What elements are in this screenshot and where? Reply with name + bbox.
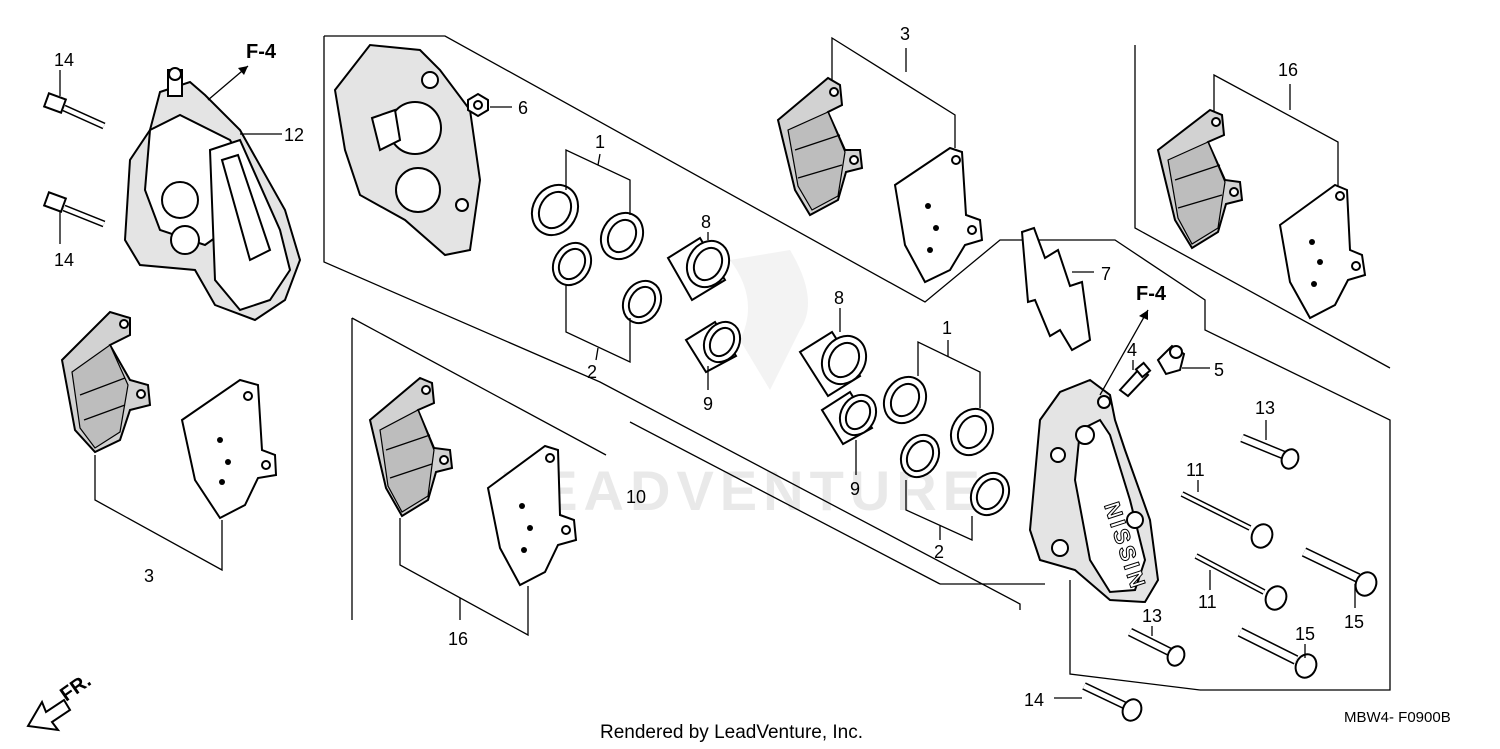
callout-15-b: 15 bbox=[1295, 624, 1315, 644]
brake-pad-16-top-right-backing bbox=[1278, 183, 1367, 320]
seal-ring-2-a bbox=[551, 241, 593, 287]
brake-pad-3-left bbox=[60, 310, 152, 454]
left-caliper-assembly bbox=[123, 65, 302, 322]
brake-pad-3-left-backing bbox=[180, 378, 278, 520]
seal-ring-1-c bbox=[882, 375, 928, 425]
group-boundary-lines bbox=[323, 35, 1391, 691]
callout-13-b: 13 bbox=[1142, 606, 1162, 626]
watermark-logo bbox=[730, 250, 808, 390]
callout-2-a: 2 bbox=[587, 362, 597, 382]
seal-ring-1-d bbox=[949, 407, 995, 457]
callout-4: 4 bbox=[1127, 340, 1137, 360]
callout-14-b: 14 bbox=[54, 250, 74, 270]
callout-16-b: 16 bbox=[448, 629, 468, 649]
callout-14-c: 14 bbox=[1024, 690, 1044, 710]
brake-pad-16-left bbox=[368, 376, 454, 518]
callout-10: 10 bbox=[626, 487, 646, 507]
bleeder-valve-4 bbox=[1118, 361, 1152, 398]
callout-11-a: 11 bbox=[1186, 460, 1205, 480]
bolt-13-upper bbox=[1240, 433, 1300, 470]
seal-ring-2-d bbox=[969, 471, 1011, 517]
bolt-15-upper bbox=[1301, 547, 1378, 597]
callout-5: 5 bbox=[1214, 360, 1224, 380]
callout-labels: 14 14 12 F-4 6 1 2 8 9 10 3 3 16 16 7 F-… bbox=[54, 24, 1364, 710]
bleeder-cap-5 bbox=[1156, 344, 1186, 376]
seal-ring-1-a bbox=[530, 183, 580, 237]
brake-pad-3-top bbox=[776, 76, 864, 217]
callout-8-b: 8 bbox=[834, 288, 844, 308]
callout-16-a: 16 bbox=[1278, 60, 1298, 80]
brake-pad-16-left-backing bbox=[486, 444, 578, 587]
callout-f4-right: F-4 bbox=[1136, 283, 1167, 305]
piston-8-a bbox=[666, 236, 731, 302]
bolt-15-lower bbox=[1237, 627, 1318, 679]
piston-9-b bbox=[820, 390, 878, 446]
seal-ring-2-b bbox=[621, 279, 663, 325]
callout-13-a: 13 bbox=[1255, 398, 1275, 418]
piston-9-a bbox=[684, 320, 742, 374]
caliper-half-10 bbox=[333, 43, 482, 257]
callout-f4-top: F-4 bbox=[246, 41, 277, 63]
bolt-14-left-lower bbox=[42, 191, 106, 228]
bolt-13-lower bbox=[1127, 627, 1186, 667]
brake-pad-16-top-right bbox=[1156, 108, 1244, 250]
bolt-14-right bbox=[1082, 682, 1143, 722]
callout-15-a: 15 bbox=[1344, 612, 1364, 632]
right-caliper-assembly: NISSIN bbox=[1028, 378, 1160, 604]
piston-8-b bbox=[798, 330, 868, 398]
watermark-text: LEADVENTURE bbox=[500, 459, 986, 522]
bolt-14-left-upper bbox=[42, 92, 106, 130]
callout-9-b: 9 bbox=[850, 479, 860, 499]
brake-pad-3-top-backing bbox=[893, 146, 984, 284]
callout-2-b: 2 bbox=[934, 542, 944, 562]
pad-spring-7 bbox=[1020, 226, 1092, 352]
diagram-code: MBW4- F0900B bbox=[1344, 709, 1451, 726]
rendered-by-text: Rendered by LeadVenture, Inc. bbox=[600, 722, 863, 743]
pin-11-lower bbox=[1194, 553, 1288, 611]
seal-ring-2-c bbox=[899, 433, 941, 479]
callout-6: 6 bbox=[518, 98, 528, 118]
callout-11-b: 11 bbox=[1198, 592, 1217, 612]
front-direction-arrow: FR. bbox=[26, 670, 95, 732]
callout-12: 12 bbox=[284, 125, 304, 145]
callout-1-a: 1 bbox=[595, 132, 605, 152]
nut-6 bbox=[467, 92, 489, 118]
seal-ring-1-b bbox=[599, 211, 645, 261]
callout-7: 7 bbox=[1101, 264, 1111, 284]
callout-1-b: 1 bbox=[942, 318, 952, 338]
callout-3-a: 3 bbox=[144, 566, 154, 586]
callout-8-a: 8 bbox=[701, 212, 711, 232]
callout-9-a: 9 bbox=[703, 394, 713, 414]
callout-14-a: 14 bbox=[54, 50, 74, 70]
pin-11-upper bbox=[1180, 491, 1274, 549]
callout-3-b: 3 bbox=[900, 24, 910, 44]
